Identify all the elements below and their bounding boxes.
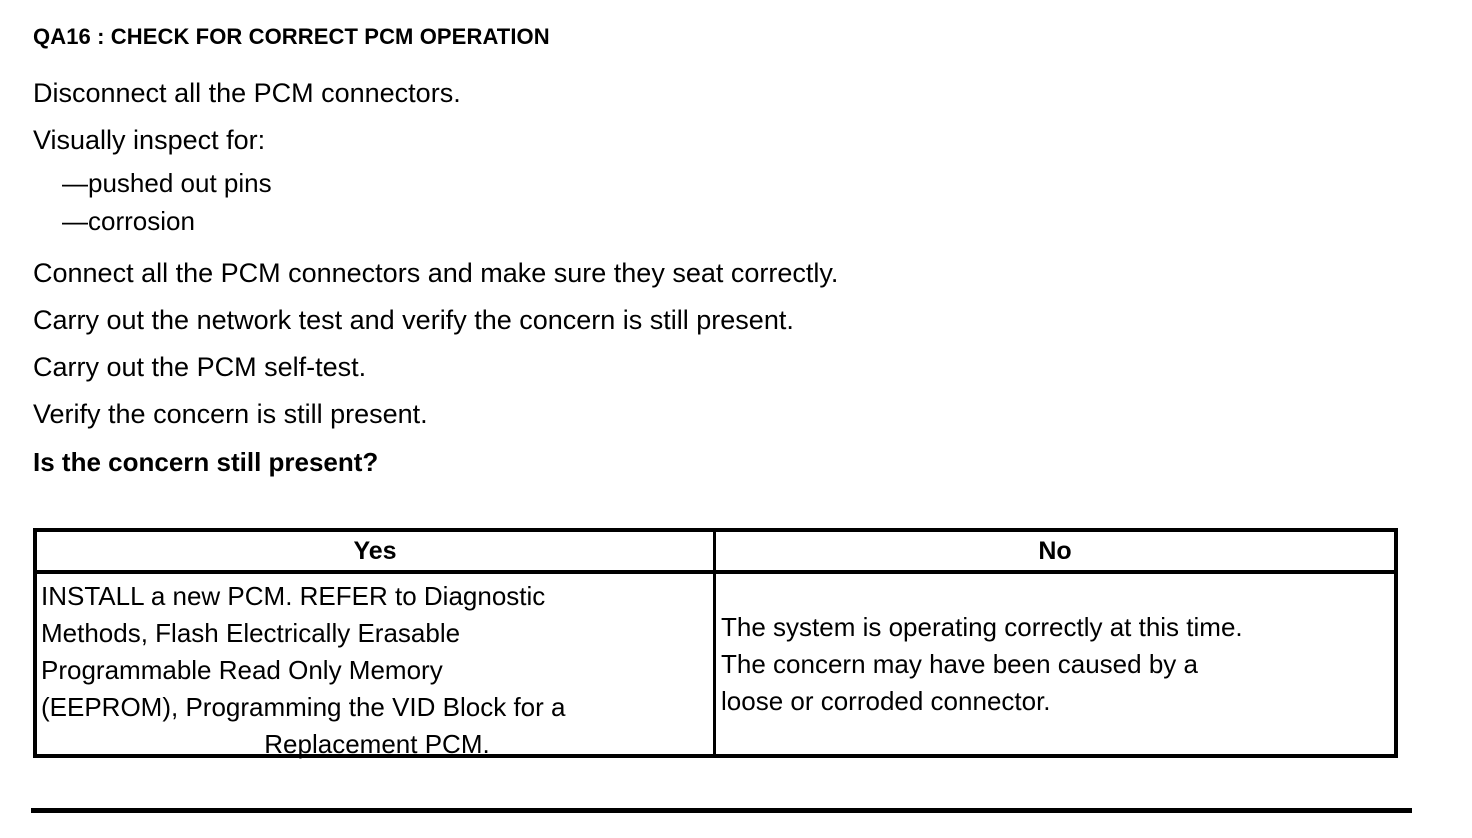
instruction-line-3: Connect all the PCM connectors and make … <box>33 258 839 288</box>
instruction-line-2: Visually inspect for: <box>33 125 266 155</box>
yes-cell-line-5: Replacement PCM. <box>264 729 490 759</box>
table-header-yes: Yes <box>353 536 397 565</box>
no-cell-line-1: The system is operating correctly at thi… <box>721 611 1243 642</box>
yes-cell-line-4: (EEPROM), Programming the VID Block for … <box>41 692 566 722</box>
instruction-bullet-corrosion: —corrosion <box>62 206 195 236</box>
no-cell-line-2: The concern may have been caused by a <box>721 648 1198 679</box>
instruction-line-4: Carry out the network test and verify th… <box>33 305 794 335</box>
instruction-line-6: Verify the concern is still present. <box>33 399 428 429</box>
instruction-bullet-pushed-out-pins: —pushed out pins <box>62 168 272 198</box>
page-title: QA16 : CHECK FOR CORRECT PCM OPERATION <box>33 24 550 49</box>
table-cell-no: The system is operating correctly at thi… <box>716 574 1394 754</box>
decision-question: Is the concern still present? <box>33 447 379 477</box>
table-cell-yes: INSTALL a new PCM. REFER to Diagnostic M… <box>37 574 713 759</box>
yes-cell-line-2: Methods, Flash Electrically Erasable <box>41 618 461 648</box>
decision-table: Yes No INSTALL a new PCM. REFER to Diagn… <box>33 528 1398 759</box>
footer-divider-rule <box>31 808 1412 813</box>
yes-cell-line-3: Programmable Read Only Memory <box>41 655 443 685</box>
instruction-line-5: Carry out the PCM self-test. <box>33 352 367 382</box>
yes-cell-line-1: INSTALL a new PCM. REFER to Diagnostic <box>41 581 546 611</box>
instruction-line-1: Disconnect all the PCM connectors. <box>33 78 461 108</box>
no-cell-line-3: loose or corroded connector. <box>721 685 1051 716</box>
instruction-block: Disconnect all the PCM connectors. Visua… <box>33 70 1393 486</box>
table-header-no: No <box>1038 536 1072 565</box>
table-column-divider <box>713 532 716 754</box>
